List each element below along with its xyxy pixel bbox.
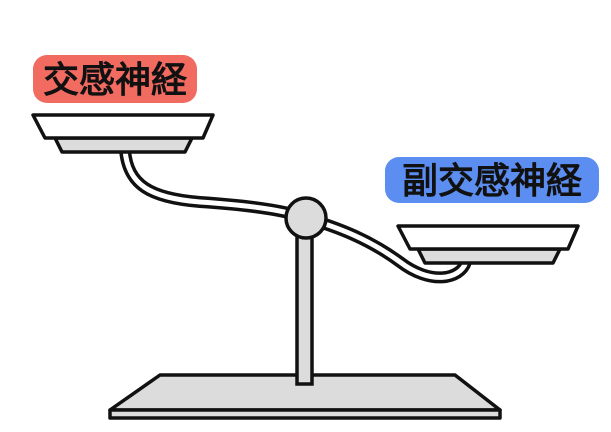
right-pan	[396, 224, 580, 265]
parasympathetic-label-text: 副交感神経	[402, 160, 583, 202]
left-pan	[31, 113, 215, 154]
scale-pole	[295, 230, 314, 386]
parasympathetic-label: 副交感神経	[385, 157, 599, 203]
sympathetic-label: 交感神経	[33, 55, 197, 103]
sympathetic-label-text: 交感神経	[43, 59, 188, 101]
pivot-knob	[284, 196, 328, 240]
scale-base	[108, 373, 502, 420]
